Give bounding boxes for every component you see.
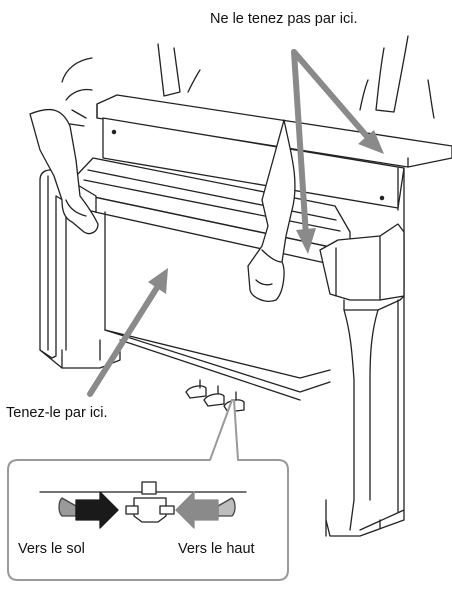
up-direction-label: Vers le haut: [178, 541, 255, 557]
down-direction-label: Vers le sol: [18, 541, 85, 557]
piano-lower-body: [104, 211, 405, 537]
piano-left-cheek: [39, 169, 121, 369]
hold-here-arrow: [87, 268, 168, 397]
hold-here-label: Tenez-le par ici.: [6, 405, 108, 421]
piano-right-cheek: [319, 223, 405, 531]
do-not-hold-label: Ne le tenez pas par ici.: [210, 11, 358, 27]
height-adjuster-icon: [125, 481, 175, 523]
warning-arrows: [291, 49, 384, 254]
hands-lifting-icon: [29, 35, 435, 302]
rotate-down-arrow: [58, 491, 119, 529]
piano-top-board: [96, 94, 452, 168]
rotate-up-arrow: [175, 491, 236, 529]
